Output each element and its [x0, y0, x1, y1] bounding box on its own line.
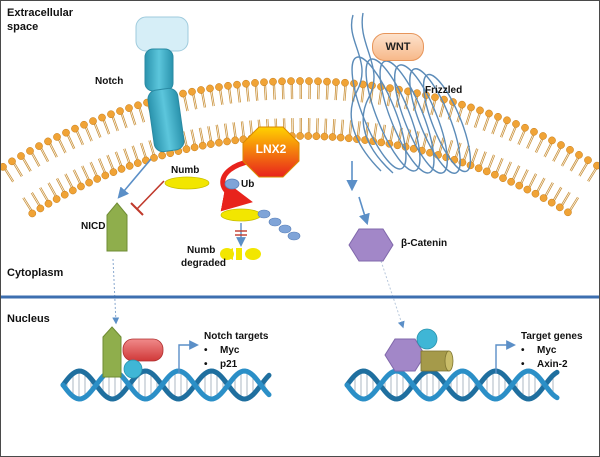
lnx2-enzyme	[242, 126, 300, 178]
label-nicd: NICD	[81, 221, 106, 232]
frizzled-receptor	[350, 12, 472, 174]
wnt-transcription-complex	[384, 328, 454, 372]
notch-transcription-complex	[102, 326, 164, 379]
label-extracellular: Extracellular	[7, 7, 74, 19]
frizzled-arrow-2	[358, 196, 370, 226]
numb-inhibition-bar	[130, 202, 144, 216]
label-nucleus: Nucleus	[7, 313, 50, 325]
label-cytoplasm: Cytoplasm	[7, 267, 64, 279]
wnt-target-list: Myc Axin-2	[521, 344, 568, 372]
notch-target-list: Myc p21	[204, 344, 239, 372]
cell-membrane	[1, 77, 599, 218]
notch-target-item: Myc	[204, 344, 239, 358]
label-frizzled: Frizzled	[425, 85, 463, 96]
nicd-to-nucleus-arrow	[112, 258, 120, 325]
label-notch-targets: Notch targets	[204, 331, 269, 342]
ubiquitinated-numb	[220, 208, 301, 241]
wnt-ligand: WNT	[372, 33, 424, 61]
label-numb: Numb	[171, 165, 200, 176]
wnt-target-item: Axin-2	[521, 358, 568, 372]
dna-helix-wnt	[344, 368, 560, 402]
label-wnt: WNT	[385, 41, 411, 53]
wnt-target-item: Myc	[521, 344, 568, 358]
wnt-promoter-arrow	[495, 340, 516, 373]
label-numb-degraded-2: degraded	[181, 258, 227, 269]
label-extracellular-space: space	[7, 21, 39, 33]
numb-protein	[164, 176, 210, 190]
nicd-fragment	[106, 202, 128, 252]
label-numb-degraded-1: Numb	[187, 245, 216, 256]
label-beta-catenin: β-Catenin	[401, 238, 448, 249]
lnx2-ubiquitination-arrow	[220, 158, 253, 212]
catenin-to-nucleus-arrow	[380, 260, 405, 329]
beta-catenin-hexagon	[348, 228, 394, 262]
dna-helix-notch	[60, 368, 272, 402]
label-target-genes: Target genes	[521, 331, 583, 342]
notch-target-item: p21	[204, 358, 239, 372]
numb-degraded-fragments	[220, 248, 261, 260]
label-notch: Notch	[95, 76, 124, 87]
notch-promoter-arrow	[178, 340, 199, 373]
ub-bubble	[224, 178, 240, 190]
lnx2-label-box: LNX2	[245, 129, 297, 169]
label-ub: Ub	[241, 179, 255, 190]
notch-receptor	[135, 16, 189, 153]
numb-inhibition-line	[136, 180, 165, 210]
label-lnx2: LNX2	[255, 142, 287, 156]
notch-to-nicd-arrow	[117, 158, 152, 199]
